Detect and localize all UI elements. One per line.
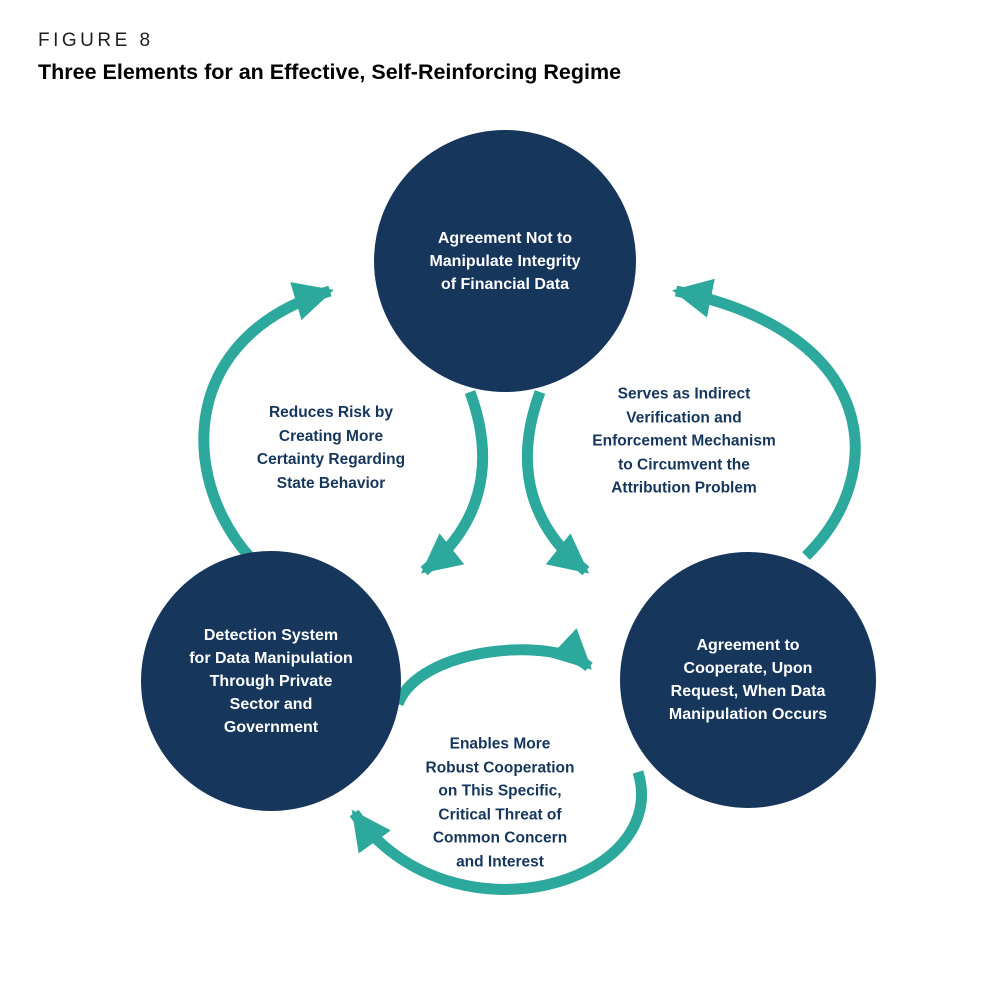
edge-label-reduces-risk: Reduces Risk by Creating More Certainty … bbox=[256, 404, 406, 492]
node-agreement-not-to-manipulate: Agreement Not to Manipulate Integrity of… bbox=[374, 130, 636, 392]
figure-label: FIGURE 8 bbox=[38, 30, 154, 51]
arrow-left-up-icon bbox=[198, 282, 334, 590]
arrow-left-down-icon bbox=[420, 390, 489, 576]
node-detection-system: Detection System for Data Manipulation T… bbox=[141, 551, 401, 811]
arrow-right-down-icon bbox=[521, 390, 590, 576]
arrow-bottom-left-icon bbox=[349, 770, 647, 895]
arrow-bottom-right-icon bbox=[392, 628, 593, 707]
node-agreement-to-cooperate-label: Agreement to Cooperate, Upon Request, Wh… bbox=[668, 637, 828, 723]
node-agreement-to-cooperate: Agreement to Cooperate, Upon Request, Wh… bbox=[620, 552, 876, 808]
node-detection-system-label: Detection System for Data Manipulation T… bbox=[189, 626, 353, 736]
arrow-right-up-icon bbox=[672, 278, 861, 560]
node-agreement-not-to-manipulate-label: Agreement Not to Manipulate Integrity of… bbox=[429, 229, 581, 293]
figure-title: Three Elements for an Effective, Self-Re… bbox=[38, 60, 622, 84]
edge-label-enables-cooperation: Enables More Robust Cooperation on This … bbox=[425, 735, 575, 871]
edge-label-indirect-verification: Serves as Indirect Verification and Enfo… bbox=[592, 385, 776, 497]
